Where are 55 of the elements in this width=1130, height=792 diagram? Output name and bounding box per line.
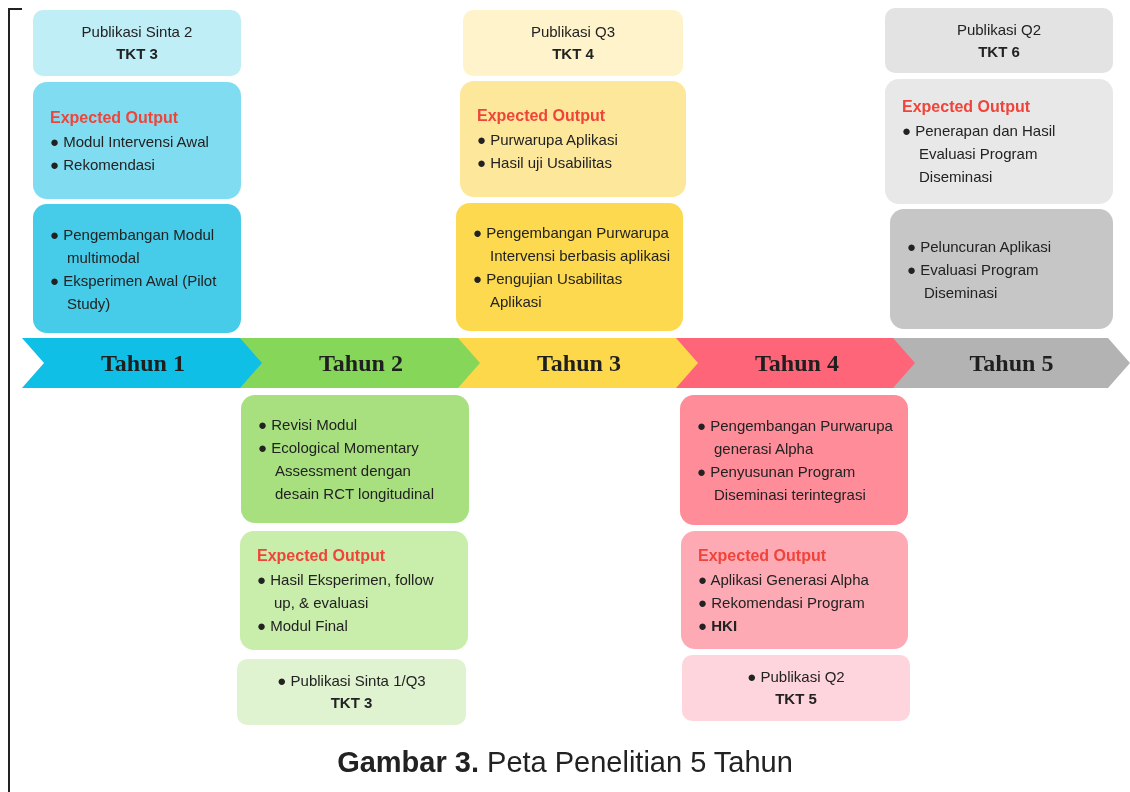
year-label: Tahun 2 (319, 349, 403, 378)
bullet-item: ● Penerapan dan Hasil Evaluasi Program Diseminasi (902, 121, 1057, 187)
year-label: Tahun 4 (755, 349, 839, 378)
bullet-item: ● HKI (698, 615, 739, 636)
output-box (33, 82, 241, 199)
tkt-label: TKT 3 (116, 44, 158, 64)
tkt-label: TKT 6 (978, 41, 1020, 62)
bullet-item: ● Modul Intervensi Awal (50, 131, 210, 152)
publication-box (885, 8, 1113, 73)
bullet-item: ● Pengembangan Purwarupa generasi Alpha (697, 416, 894, 459)
year-label: Tahun 3 (537, 349, 621, 378)
output-heading: Expected Output (698, 545, 827, 566)
tkt-label: TKT 4 (552, 44, 594, 64)
activity-box (241, 395, 469, 523)
publication-box (33, 10, 241, 76)
activity-box (890, 209, 1113, 329)
bullet-item: ● Evaluasi Program Diseminasi (907, 259, 1040, 303)
output-box (240, 531, 468, 650)
bullet-item: ● Hasil Eksperimen, follow up, & evaluasi (257, 570, 435, 613)
bullet-item: ● Pengembangan Modul multimodal (50, 224, 216, 268)
publication-text: Publikasi Q3 (530, 22, 616, 42)
bullet-item: ● Pengujian Usabilitas Aplikasi (473, 269, 624, 312)
publication-box (682, 655, 910, 721)
tkt-label: TKT 5 (775, 689, 817, 709)
output-heading: Expected Output (50, 107, 179, 128)
bullet-item: ● Hasil uji Usabilitas (477, 153, 613, 173)
output-heading: Expected Output (902, 97, 1031, 117)
activity-box (456, 203, 683, 331)
output-heading: Expected Output (477, 106, 606, 126)
year-label: Tahun 1 (101, 349, 185, 378)
publication-text: Publikasi Q2 (956, 19, 1042, 40)
publication-text: Publikasi Sinta 2 (81, 22, 193, 42)
bullet-item: ● Eksperimen Awal (Pilot Study) (50, 270, 218, 314)
bullet-item: ● Rekomendasi Program (698, 592, 866, 613)
tkt-label: TKT 3 (330, 693, 373, 713)
output-box (681, 531, 908, 649)
publication-box (237, 659, 466, 725)
bullet-item: ● Aplikasi Generasi Alpha (698, 569, 870, 590)
publication-text: ● Publikasi Sinta 1/Q3 (277, 671, 426, 691)
bullet-item: ● Modul Final (257, 616, 349, 636)
publication-box (463, 10, 683, 76)
bullet-item: ● Penyusunan Program Diseminasi terintegrasi (697, 462, 867, 505)
bullet-item: ● Peluncuran Aplikasi (907, 236, 1053, 257)
bullet-item: ● Pengembangan Purwarupa Intervensi berbasis aplikasi (473, 223, 671, 266)
output-box (460, 81, 686, 197)
bullet-item: ● Revisi Modul (258, 415, 359, 435)
publication-text: ● Publikasi Q2 (747, 667, 845, 687)
bullet-item: ● Purwarupa Aplikasi (477, 130, 619, 150)
figure-caption: Gambar 3. Peta Penelitian 5 Tahun (337, 745, 793, 780)
year-label: Tahun 5 (969, 349, 1054, 378)
output-heading: Expected Output (257, 546, 386, 566)
activity-box (680, 395, 908, 525)
bullet-item: ● Rekomendasi (50, 154, 156, 175)
activity-box (33, 204, 241, 333)
bullet-item: ● Ecological Momentary Assessment dengan desain RCT longitudinal (258, 438, 435, 504)
